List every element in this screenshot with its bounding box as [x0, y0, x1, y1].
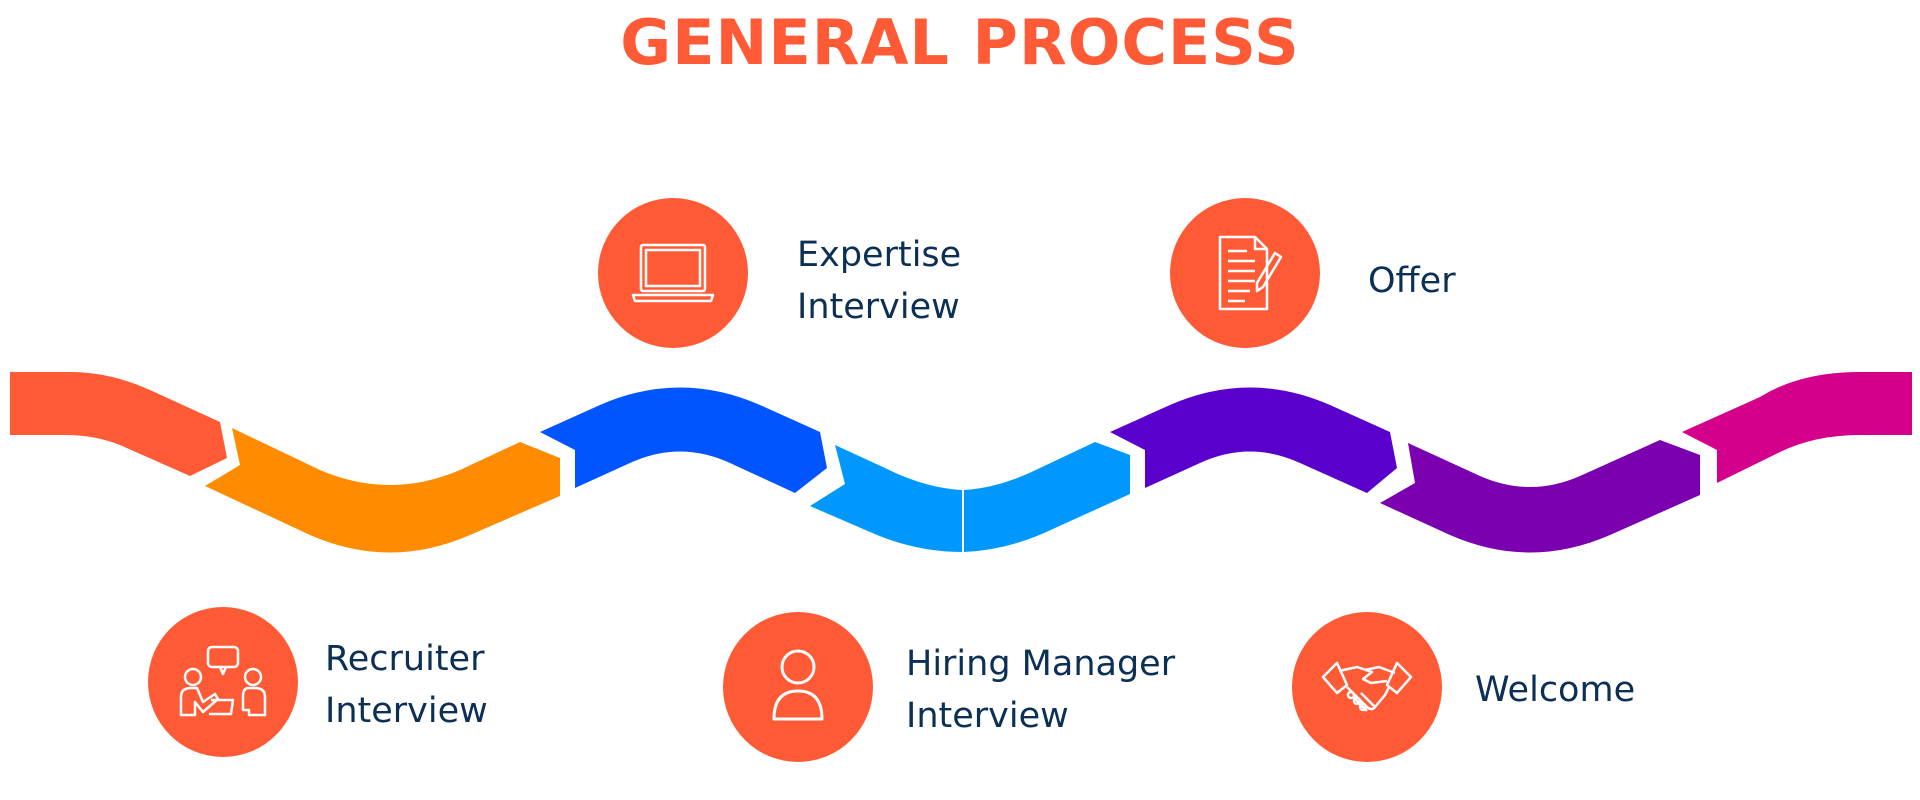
offer-step-circle: [1170, 198, 1320, 348]
wave-segment-4: [810, 445, 962, 552]
wave-segment-6: [1110, 387, 1397, 493]
document-pen-icon: [1218, 235, 1283, 311]
welcome-step-label: Welcome: [1475, 670, 1636, 710]
chat-people-icon: [179, 645, 267, 717]
wave-segment-1: [10, 372, 227, 476]
welcome-step-circle: [1292, 612, 1442, 762]
wave-segment-5: [964, 442, 1130, 552]
wave-segment-7: [1380, 440, 1700, 553]
wave-segment-2: [205, 428, 560, 553]
expertise-step-label: Expertise Interview: [797, 235, 962, 327]
hiring-manager-step-circle: [723, 612, 873, 762]
offer-step-label: Offer: [1368, 261, 1456, 301]
handshake-icon: [1321, 661, 1413, 712]
page-title: GENERAL PROCESS: [620, 6, 1300, 79]
wave-segment-3: [540, 387, 827, 493]
laptop-icon: [631, 243, 715, 303]
person-icon: [772, 649, 824, 721]
hiring-manager-step-label: Hiring Manager Interview: [906, 644, 1176, 736]
expertise-step-circle: [598, 198, 748, 348]
recruiter-step-label: Recruiter Interview: [325, 639, 488, 731]
wave-segment-8: [1682, 372, 1912, 483]
recruiter-step-circle: [148, 607, 298, 757]
